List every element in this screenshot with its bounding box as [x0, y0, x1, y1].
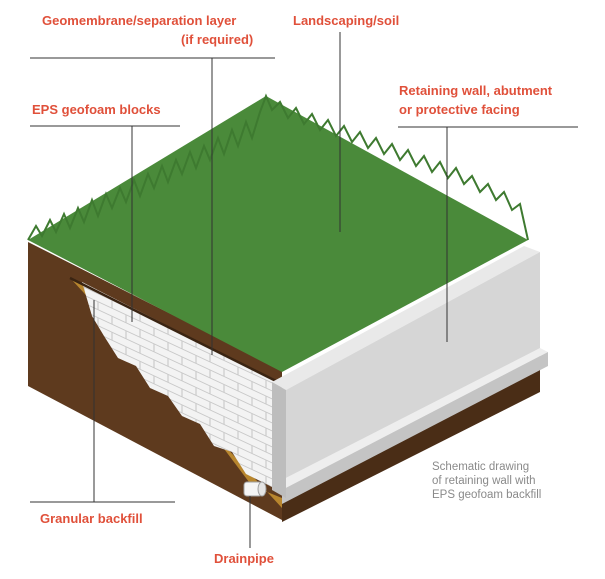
- caption-line1: Schematic drawing: [432, 461, 530, 473]
- retaining-wall-label-line2: or protective facing: [399, 102, 520, 117]
- retaining-wall-face: [286, 252, 540, 498]
- grass-fringe: [27, 93, 529, 241]
- geomembrane-label-line1: Geomembrane/separation layer: [42, 13, 237, 28]
- retaining-wall-footing-face: [282, 352, 548, 504]
- granular-backfill-label: Granular backfill: [40, 511, 143, 526]
- retaining-wall-footing-top: [270, 348, 548, 490]
- eps-geofoam-stack: [82, 282, 282, 492]
- landscaping-soil-surface: [28, 96, 528, 372]
- retaining-wall-side: [272, 382, 286, 498]
- geomembrane-label-line2: (if required): [181, 32, 254, 47]
- drainpipe-label: Drainpipe: [214, 551, 274, 566]
- caption-line2: of retaining wall with: [432, 475, 536, 487]
- eps-geofoam-label: EPS geofoam blocks: [32, 102, 161, 117]
- caption-line3: EPS geofoam backfill: [432, 489, 542, 501]
- landscaping-label: Landscaping/soil: [293, 13, 400, 28]
- retaining-wall-top: [272, 246, 540, 390]
- retaining-wall-label-line1: Retaining wall, abutment: [399, 83, 553, 98]
- geomembrane-layer: [69, 276, 283, 386]
- drainpipe: [243, 481, 267, 497]
